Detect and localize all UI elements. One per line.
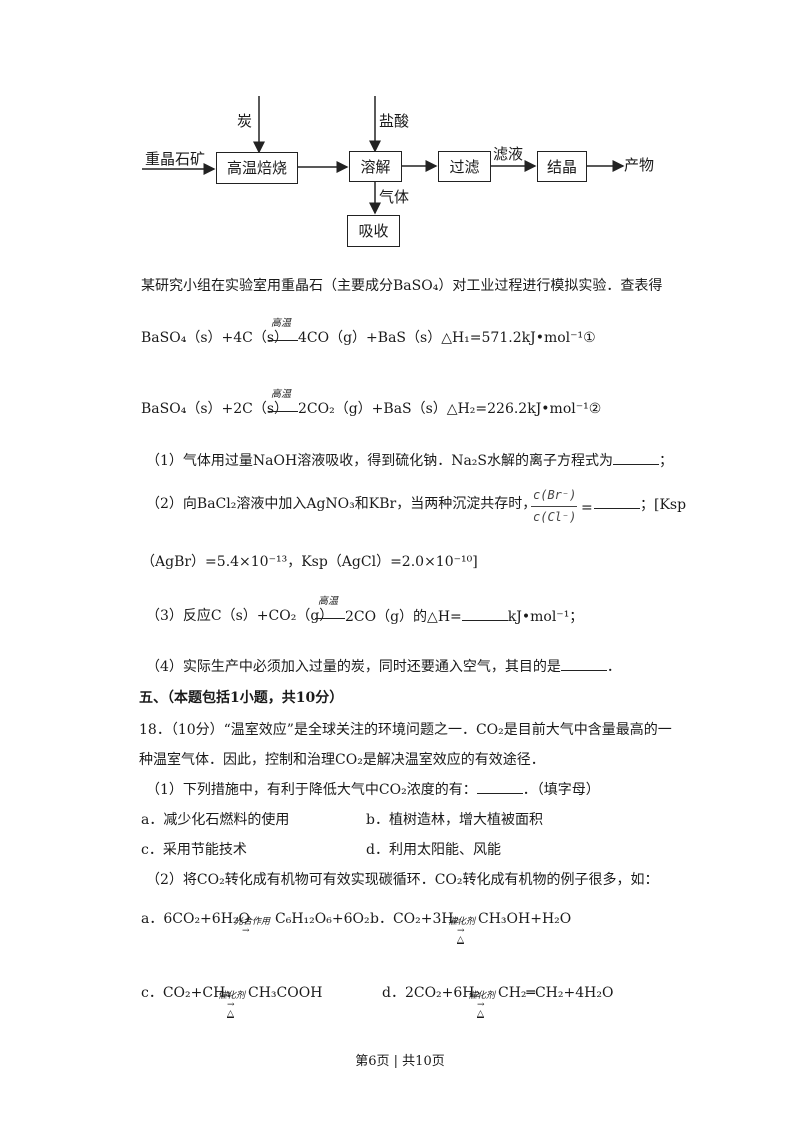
q3-left: （3）反应C（s）+CO₂（g） [146, 608, 334, 624]
input-carbon-label: 炭 [237, 112, 253, 130]
rxn-b-arrow-icon: → [457, 926, 465, 936]
input-acid-label: 盐酸 [379, 112, 410, 130]
rxn-d-left: d．2CO₂+6H₂ [382, 985, 481, 1001]
q1-end: ； [659, 453, 673, 469]
eq1-left: BaSO₄（s）+4C（s） [141, 330, 289, 346]
q2-equals: = [581, 500, 593, 516]
eq1-condition: 高温 [271, 318, 291, 329]
rxn-d-condition: 催化剂 [468, 991, 496, 1001]
rxn-a-left: a．6CO₂+6H₂O [141, 911, 250, 927]
rxn-a-arrow-icon: → [242, 926, 250, 936]
rxn-c-condition: 催化剂 [218, 991, 246, 1001]
q3-end: kJ•mol⁻¹； [507, 609, 584, 625]
q18-sub-2: （2）将CO₂转化成有机物可有效实现碳循环．CO₂转化成有机物的例子很多，如： [146, 872, 659, 888]
option-a: a．减少化石燃料的使用 [141, 812, 290, 828]
roast-box: 高温焙烧 [216, 152, 298, 184]
intro-line: 某研究小组在实验室用重晶石（主要成分BaSO₄）对工业过程进行模拟实验．查表得 [141, 278, 663, 294]
rxn-b-right: CH₃OH+H₂O [478, 911, 572, 927]
q2-frac-denominator: c(Cl⁻) [533, 510, 577, 524]
product-label: 产物 [624, 156, 655, 174]
q18-line-1: 18．（10分）“温室效应”是全球关注的环境问题之一．CO₂是目前大气中含量最高… [139, 722, 672, 738]
q3-sign [315, 618, 345, 619]
section-5-heading: 五、（本题包括1小题，共10分） [139, 690, 344, 706]
q2-text: （2）向BaCl₂溶液中加入AgNO₃和KBr，当两种沉淀共存时， [146, 496, 537, 512]
rxn-b-heat-icon: △ [457, 935, 464, 945]
rxn-d-arrow-icon: → [477, 1000, 485, 1010]
question-4: （4）实际生产中必须加入过量的炭，同时还要通入空气，其目的是 ． [146, 656, 621, 677]
option-c: c．采用节能技术 [141, 842, 247, 858]
q18-sub1-end: ．（填字母） [522, 782, 600, 798]
filter-box: 过滤 [438, 151, 491, 182]
q2-blank[interactable] [594, 494, 640, 509]
crystallize-box: 结晶 [537, 151, 587, 182]
q4-end: ． [606, 659, 621, 675]
filtrate-label: 滤液 [493, 145, 524, 163]
rxn-b-left: b．CO₂+3H₂ [370, 911, 460, 927]
absorb-box: 吸收 [347, 215, 400, 247]
rxn-c-left: c．CO₂+CH₄ [141, 985, 231, 1001]
q2-continuation: （AgBr）=5.4×10⁻¹³，Ksp（AgCl）=2.0×10⁻¹⁰] [141, 554, 478, 570]
q18-line-2: 种温室气体．因此，控制和治理CO₂是解决温室效应的有效途径． [139, 752, 545, 768]
q2-frac-bar [531, 506, 577, 507]
q1-blank[interactable] [613, 450, 659, 465]
dissolve-box: 溶解 [349, 151, 402, 182]
q3-condition: 高温 [318, 596, 338, 607]
rxn-d-heat-icon: △ [477, 1009, 484, 1019]
q3-blank[interactable] [461, 606, 508, 621]
eq2-condition: 高温 [271, 389, 291, 400]
option-d: d．利用太阳能、风能 [366, 842, 501, 858]
q2-answer: ；[Ksp [594, 494, 686, 515]
eq1-right: 4CO（g）+BaS（s）△H₁=571.2kJ•mol⁻¹① [298, 330, 596, 346]
rxn-b-condition: 催化剂 [448, 917, 476, 927]
eq2-left: BaSO₄（s）+2C（s） [141, 401, 289, 417]
rxn-c-heat-icon: △ [227, 1009, 234, 1019]
q18-sub1-blank[interactable] [476, 779, 523, 794]
eq1-sign [268, 340, 298, 341]
q4-text: （4）实际生产中必须加入过量的炭，同时还要通入空气，其目的是 [146, 659, 561, 675]
question-1: （1）气体用过量NaOH溶液吸收，得到硫化钠．Na₂S水解的离子方程式为 ； [146, 450, 673, 471]
eq2-right: 2CO₂（g）+BaS（s）△H₂=226.2kJ•mol⁻¹② [298, 401, 602, 417]
option-b: b．植树造林，增大植被面积 [366, 812, 543, 828]
q18-sub1-text: （1）下列措施中，有利于降低大气中CO₂浓度的有： [146, 782, 477, 798]
rxn-c-right: CH₃COOH [248, 985, 323, 1001]
flowchart-arrows [142, 96, 625, 215]
rxn-a-right: C₆H₁₂O₆+6O₂ [275, 911, 370, 927]
rxn-d-right: CH₂═CH₂+4H₂O [498, 985, 614, 1001]
eq2-sign [268, 411, 298, 412]
q4-blank[interactable] [560, 656, 607, 671]
q2-end: ；[Ksp [640, 497, 687, 513]
gas-label: 气体 [379, 188, 410, 206]
q3-answer: 2CO（g）的△H= kJ•mol⁻¹； [345, 606, 583, 627]
rxn-a-condition: 光合作用 [234, 917, 271, 927]
q3-right: 2CO（g）的△H= [345, 609, 462, 625]
input-ore-label: 重晶石矿 [145, 150, 206, 168]
rxn-c-arrow-icon: → [227, 1000, 235, 1010]
q1-text: （1）气体用过量NaOH溶液吸收，得到硫化钠．Na₂S水解的离子方程式为 [146, 453, 613, 469]
q18-sub-1: （1）下列措施中，有利于降低大气中CO₂浓度的有： ．（填字母） [146, 779, 600, 800]
page-footer: 第6页 | 共10页 [355, 1054, 445, 1069]
q2-frac-numerator: c(Br⁻) [533, 488, 577, 502]
